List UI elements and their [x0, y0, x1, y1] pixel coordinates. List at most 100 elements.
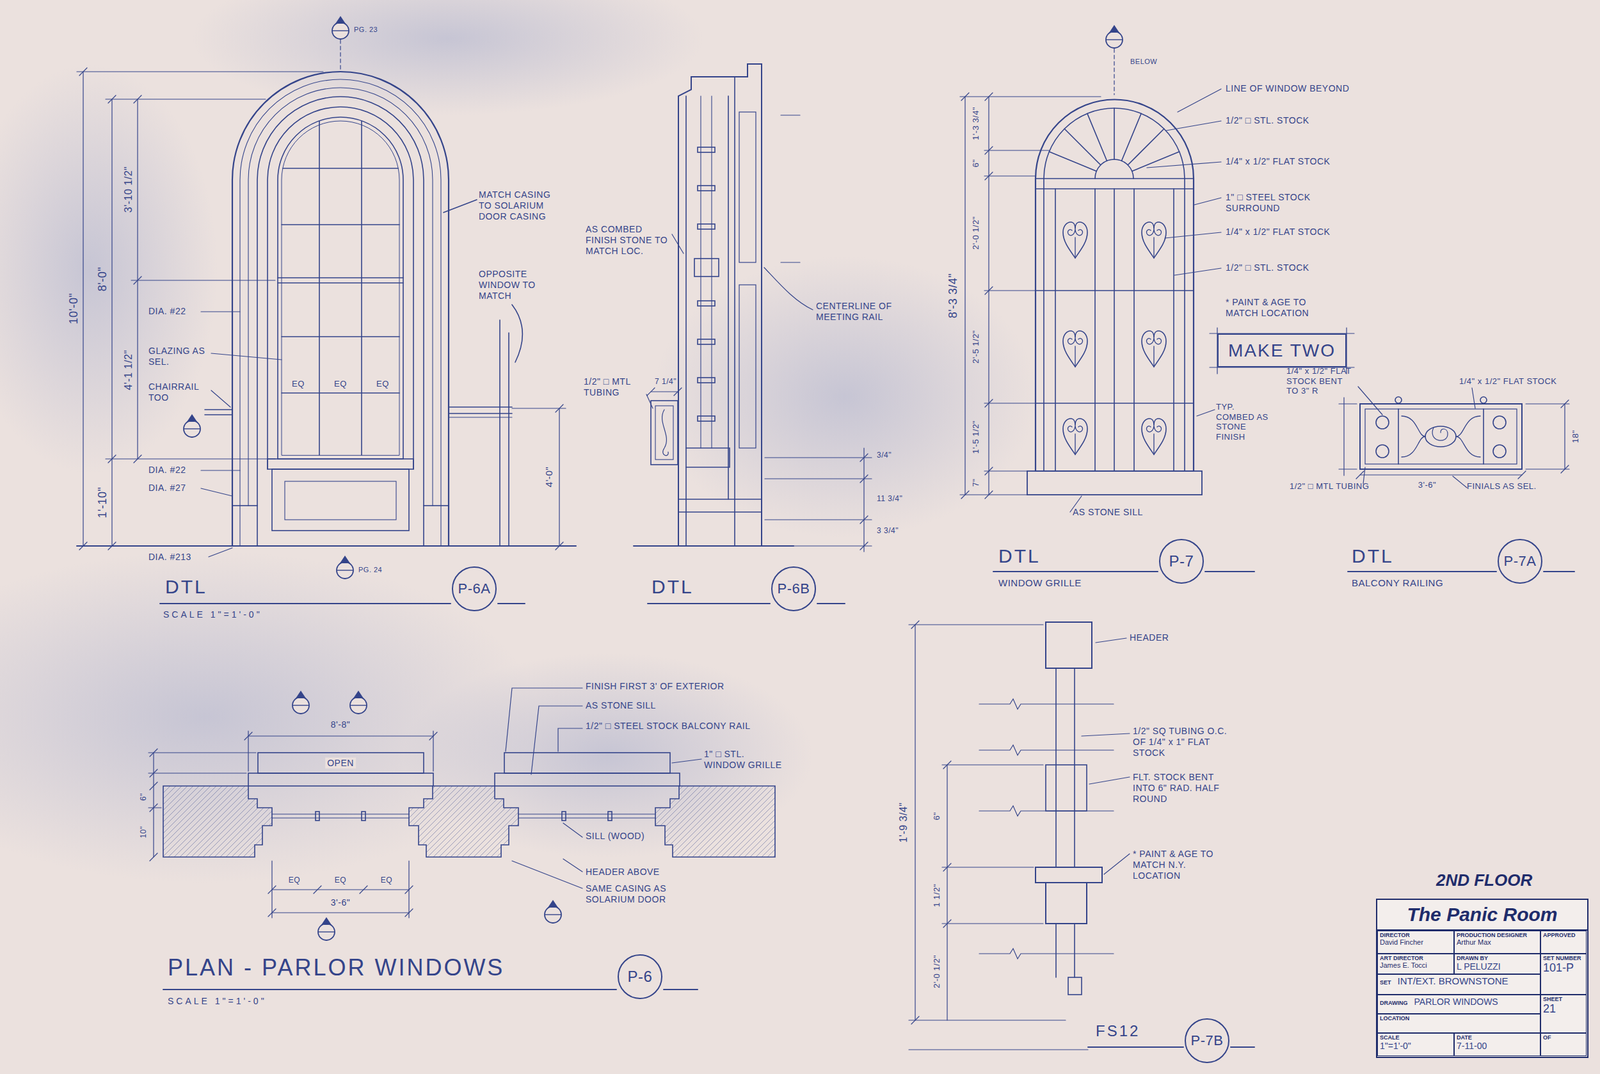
- note-text: EQ: [288, 875, 301, 885]
- note-text: SCALE 1"=1'-0": [163, 609, 263, 621]
- callout-number: P-6A: [458, 580, 491, 598]
- cell-label: SET: [1379, 979, 1392, 986]
- cell-label: DRAWING: [1379, 999, 1408, 1007]
- cell-value: 101-P: [1543, 961, 1584, 975]
- dimension-text: 8'-3 3/4": [946, 273, 961, 319]
- cell-label: OF: [1543, 1034, 1584, 1041]
- cell-value: INT/EXT. BROWNSTONE: [1397, 975, 1509, 987]
- note-text: BELOW: [1130, 57, 1158, 66]
- cell-value: L PELUZZI: [1456, 961, 1538, 972]
- note-text: FLT. STOCK BENT INTO 6" RAD. HALF ROUND: [1132, 771, 1236, 804]
- note-text: DIA. #22: [148, 305, 186, 317]
- note-text: DTL: [1351, 545, 1394, 567]
- cell-label: SCALE: [1379, 1034, 1452, 1041]
- dimension-text: 2'-0 1/2": [970, 216, 982, 250]
- title-block-cell: APPROVED: [1540, 930, 1587, 954]
- cell-label: DATE: [1456, 1034, 1538, 1041]
- note-text: HEADER ABOVE: [585, 866, 660, 878]
- callout-circle: P-6B: [771, 566, 816, 612]
- cell-label: DRAWN BY: [1456, 954, 1538, 962]
- note-text: CHAIRRAIL TOO: [148, 381, 213, 404]
- dimension-text: 3 3/4": [876, 526, 899, 536]
- callout-circle: P-7: [1159, 538, 1204, 584]
- cell-value: 21: [1543, 1002, 1584, 1016]
- note-text: DIA. #22: [148, 464, 186, 476]
- title-block-cell: OF: [1540, 1032, 1587, 1056]
- callout-circle: P-6A: [451, 566, 497, 612]
- cell-value: 7-11-00: [1456, 1040, 1538, 1051]
- title-block-cell: SHEET21: [1540, 994, 1587, 1033]
- note-text: MATCH CASING TO SOLARIUM DOOR CASING: [478, 189, 562, 222]
- cell-label: ART DIRECTOR: [1379, 954, 1452, 962]
- dimension-text: 3'-6": [1418, 480, 1437, 491]
- dimension-text: 2'-5 1/2": [970, 330, 982, 364]
- cell-label: SHEET: [1543, 995, 1584, 1003]
- note-text: 1/4" x 1/2" FLAT STOCK: [1459, 376, 1557, 387]
- cell-label: DIRECTOR: [1379, 931, 1452, 939]
- dimension-text: 1'-5 1/2": [970, 420, 982, 454]
- dimension-text: 7 1/4": [654, 376, 677, 386]
- note-text: EQ: [374, 378, 392, 390]
- note-text: DIA. #27: [148, 482, 186, 494]
- dimension-text: 10": [138, 825, 148, 838]
- cell-value: David Fincher: [1379, 938, 1452, 947]
- note-text: PLAN - PARLOR WINDOWS: [167, 954, 505, 981]
- note-text: 1/4" x 1/2" FLAT STOCK: [1225, 156, 1330, 168]
- cell-value: 1"=1'-0": [1379, 1040, 1452, 1051]
- title-block-cell: DATE7-11-00: [1454, 1032, 1541, 1056]
- cell-label: PRODUCTION DESIGNER: [1456, 931, 1538, 939]
- sheet-heading: 2ND FLOOR: [1436, 870, 1533, 891]
- dimension-text: 18": [1570, 430, 1581, 444]
- note-text: SCALE 1"=1'-0": [167, 995, 267, 1007]
- note-text: 1/2" □ STEEL STOCK BALCONY RAIL: [585, 720, 751, 732]
- dimension-text: 3'-6": [330, 897, 351, 909]
- note-text: BALCONY RAILING: [1351, 577, 1444, 589]
- note-text: 1/2" □ STL. STOCK: [1225, 115, 1310, 127]
- dimension-text: 1 1/2": [931, 883, 943, 908]
- note-text: 1" □ STEEL STOCK SURROUND: [1225, 192, 1322, 214]
- note-text: AS COMBED FINISH STONE TO MATCH LOC.: [585, 224, 669, 256]
- note-text: PG. 23: [353, 25, 378, 34]
- callout-circle: P-7A: [1497, 538, 1543, 584]
- title-block-cell: SET NUMBER101-P: [1540, 953, 1587, 995]
- note-text: FS12: [1095, 1022, 1140, 1040]
- title-block-cell: DRAWN BYL PELUZZI: [1454, 953, 1541, 975]
- node-text: MAKE TWO: [1228, 340, 1336, 361]
- note-text: 1/4" x 1/2" FLAT STOCK: [1225, 226, 1330, 238]
- note-text: 1/2" □ MTL TUBING: [1289, 481, 1369, 492]
- dimension-text: 10'-0": [67, 293, 82, 325]
- note-text: DTL: [165, 576, 208, 598]
- note-text: CENTERLINE OF MEETING RAIL: [816, 300, 900, 323]
- note-text: AS STONE SILL: [1072, 506, 1144, 518]
- cell-value: Arthur Max: [1456, 938, 1538, 947]
- callout-number: P-7: [1169, 552, 1195, 571]
- cell-value: James E. Tocci: [1379, 961, 1452, 970]
- dimension-text: 11 3/4": [876, 494, 903, 504]
- dimension-text: 6": [931, 812, 943, 821]
- dimension-text: 3'-10 1/2": [122, 166, 135, 213]
- dimension-text: 1'-9 3/4": [897, 801, 910, 843]
- note-text: OPPOSITE WINDOW TO MATCH: [478, 268, 562, 301]
- note-text: 1/2" □ STL. STOCK: [1225, 262, 1310, 274]
- note-text: DTL: [651, 576, 694, 598]
- dimension-text: 4'-0": [543, 466, 555, 488]
- note-text: GLAZING AS SEL.: [148, 345, 213, 368]
- note-text: HEADER: [1129, 632, 1169, 644]
- dimension-text: 4'-1 1/2": [122, 349, 135, 390]
- callout-number: P-6B: [777, 580, 811, 598]
- dimension-text: 3/4": [876, 450, 892, 460]
- note-text: TYP. COMBED AS STONE FINISH: [1216, 401, 1274, 442]
- note-text: EQ: [289, 378, 307, 390]
- note-text: SAME CASING AS SOLARIUM DOOR: [585, 883, 682, 905]
- dimension-text: 1'-10": [96, 487, 111, 519]
- note-text: OPEN: [325, 757, 356, 769]
- note-text: 1/4" x 1/2" FLAT STOCK BENT TO 3" R: [1286, 366, 1357, 397]
- note-text: DTL: [998, 545, 1041, 567]
- cell-label: LOCATION: [1379, 1015, 1538, 1022]
- title-block-cell: DRAWINGPARLOR WINDOWS: [1377, 994, 1541, 1014]
- note-text: 1" □ STL. WINDOW GRILLE: [704, 748, 788, 771]
- note-text: EQ: [332, 378, 349, 390]
- cell-label: SET NUMBER: [1543, 954, 1584, 962]
